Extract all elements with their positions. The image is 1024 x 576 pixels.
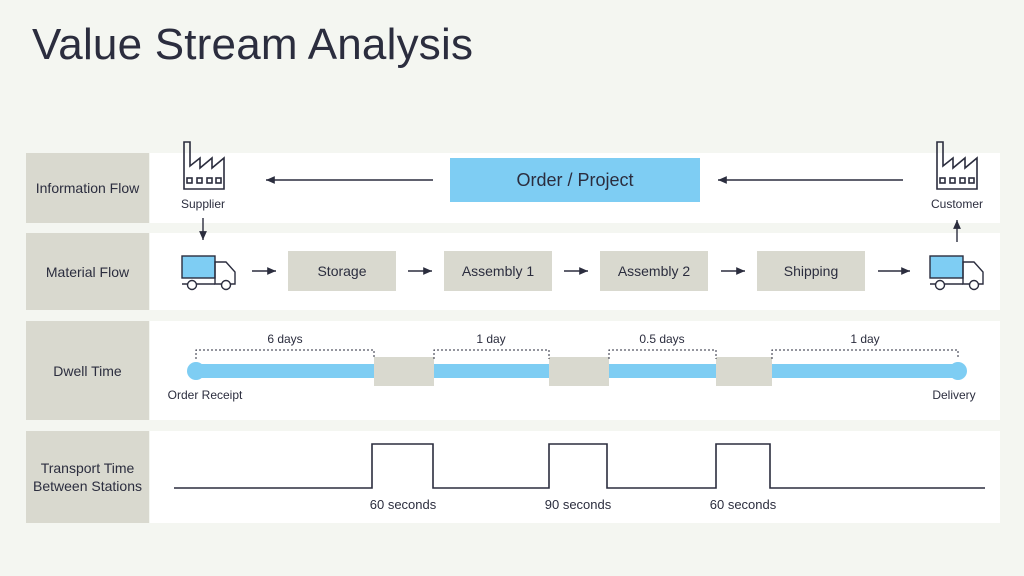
dwell-bracket — [195, 349, 375, 359]
station-storage: Storage — [288, 251, 396, 291]
dwell-bracket — [608, 349, 717, 359]
transport-time-label: 60 seconds — [709, 497, 777, 512]
transport-time-step-line — [174, 443, 985, 489]
dwell-segment-bar — [772, 364, 958, 378]
row-label-material-flow: Material Flow — [26, 233, 149, 310]
dwell-brackets — [195, 349, 959, 359]
row-label-transport-time: Transport Time Between Stations — [26, 431, 149, 523]
row-label-dwell-time: Dwell Time — [26, 321, 149, 420]
dwell-end-marker — [949, 362, 967, 380]
factory-icon — [936, 141, 978, 190]
station-shipping: Shipping — [757, 251, 865, 291]
dwell-label: 1 day — [476, 332, 506, 346]
row-label-information-flow: Information Flow — [26, 153, 149, 223]
dwell-label: 0.5 days — [639, 332, 685, 346]
dwell-segment-bar — [434, 364, 549, 378]
truck-icon — [929, 255, 984, 291]
dwell-gap-block — [549, 357, 609, 386]
dwell-gap-block — [374, 357, 434, 386]
dwell-label: 1 day — [850, 332, 880, 346]
transport-time-band — [150, 431, 1000, 523]
transport-time-label: 90 seconds — [544, 497, 612, 512]
truck-icon — [181, 255, 236, 291]
supplier-label: Supplier — [180, 197, 226, 211]
dwell-segment-bar — [609, 364, 716, 378]
dwell-start-label: Order Receipt — [167, 388, 243, 402]
dwell-label: 6 days — [267, 332, 303, 346]
dwell-gap-block — [716, 357, 772, 386]
dwell-bracket — [433, 349, 550, 359]
dwell-end-label: Delivery — [932, 388, 976, 402]
station-assembly-2: Assembly 2 — [600, 251, 708, 291]
dwell-bracket — [771, 349, 959, 359]
order-project-box: Order / Project — [450, 158, 700, 202]
factory-icon — [183, 141, 225, 190]
page-title: Value Stream Analysis — [32, 20, 474, 69]
dwell-start-marker — [187, 362, 205, 380]
customer-label: Customer — [930, 197, 984, 211]
station-assembly-1: Assembly 1 — [444, 251, 552, 291]
dwell-segment-bar — [196, 364, 374, 378]
transport-time-label: 60 seconds — [369, 497, 437, 512]
